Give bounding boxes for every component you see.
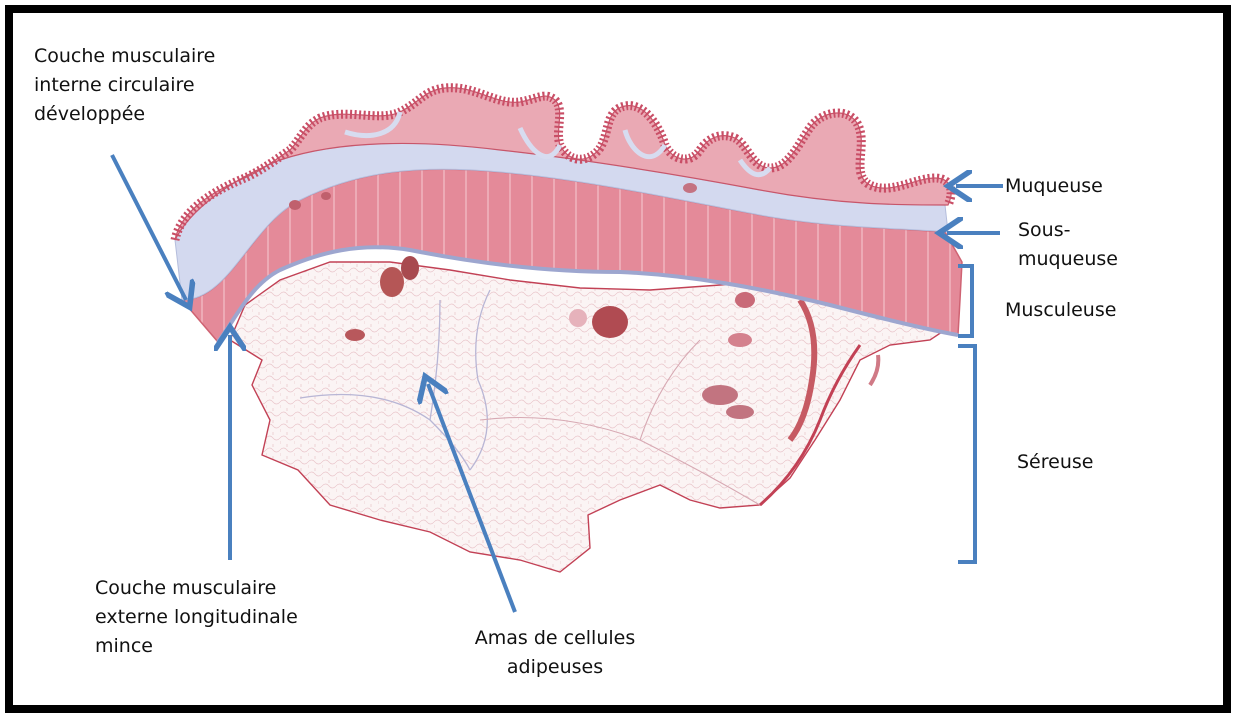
blood-vessel bbox=[592, 306, 628, 338]
blood-vessel bbox=[728, 333, 752, 347]
blood-vessel bbox=[345, 329, 365, 341]
blood-vessel bbox=[870, 355, 878, 385]
submucosa-vessel bbox=[683, 183, 697, 193]
blood-vessel bbox=[380, 267, 404, 297]
submucosa-vessel bbox=[289, 200, 301, 210]
label-longitudinal-layer: Couche musculaire externe longitudinale … bbox=[95, 574, 298, 661]
label-circular-layer: Couche musculaire interne circulaire dév… bbox=[34, 42, 215, 129]
label-musculeuse: Musculeuse bbox=[1005, 296, 1116, 325]
arrow-circular-layer bbox=[112, 155, 186, 300]
label-sous-muqueuse: Sous- muqueuse bbox=[1018, 216, 1118, 274]
label-muqueuse: Muqueuse bbox=[1005, 172, 1103, 201]
blood-vessel bbox=[401, 256, 419, 280]
label-sereuse: Séreuse bbox=[1017, 448, 1093, 477]
blood-vessel bbox=[726, 405, 754, 419]
blood-vessel bbox=[702, 385, 738, 405]
blood-vessel bbox=[569, 309, 587, 327]
blood-vessel bbox=[735, 292, 755, 308]
submucosa-vessel bbox=[321, 192, 331, 200]
label-adipose: Amas de cellules adipeuses bbox=[460, 624, 650, 682]
bracket-sereuse bbox=[958, 346, 975, 562]
